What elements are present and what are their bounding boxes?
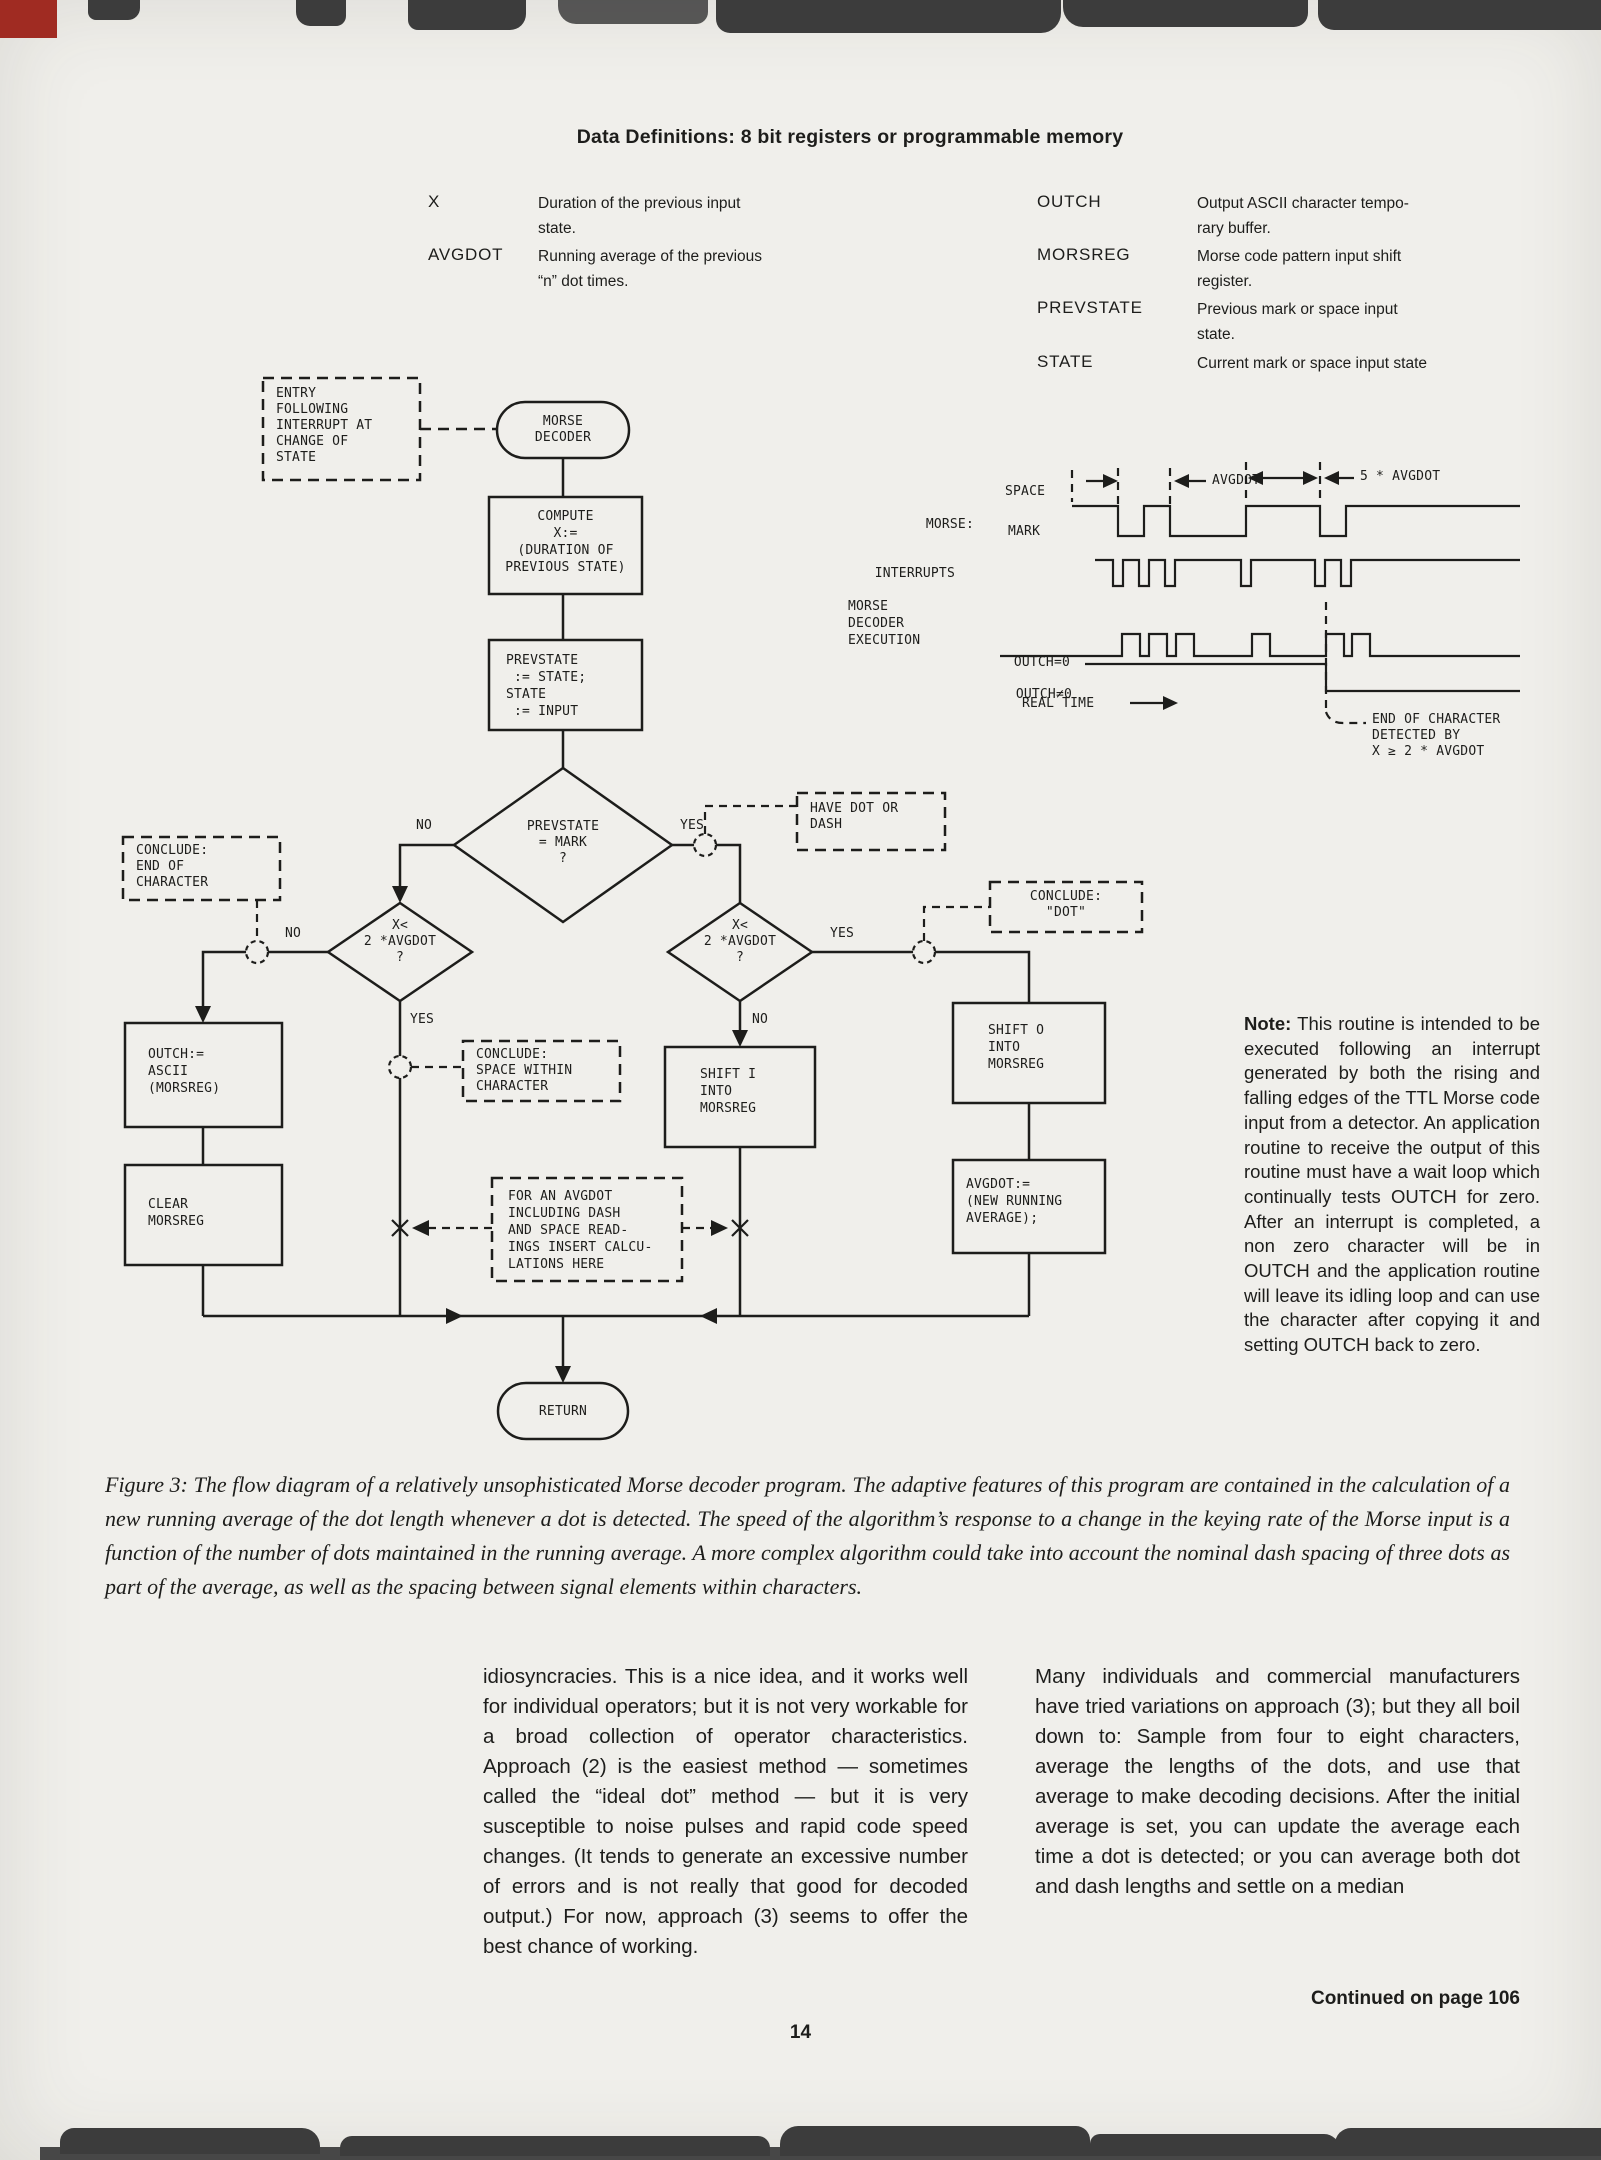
definition-row: AVGDOT Running average of the previous “… xyxy=(428,245,776,294)
timing-label-morse: MORSE: xyxy=(925,517,974,532)
note-label: Note: xyxy=(1244,1013,1292,1034)
definitions-right: OUTCH Output ASCII character tempo- rary… xyxy=(1037,192,1499,380)
comment-conclude-space-within: CONCLUDE: SPACE WITHIN CHARACTER xyxy=(476,1047,573,1094)
note-block: Note: This routine is intended to be exe… xyxy=(1244,1012,1540,1358)
scan-smudge xyxy=(716,0,1061,33)
terminal-morse-decoder: MORSE DECODER xyxy=(534,414,592,445)
body-column-left: idiosyncracies. This is a nice idea, and… xyxy=(483,1665,968,1958)
decision-x-lt-2avgdot-right: X< 2 *AVGDOT ? xyxy=(703,918,777,965)
scan-smudge xyxy=(1063,0,1308,27)
figure-caption-text: The flow diagram of a relatively unsophi… xyxy=(105,1472,1511,1599)
scan-smudge xyxy=(1335,2128,1601,2156)
definition-row: STATE Current mark or space input state xyxy=(1037,352,1499,377)
comment-conclude-dot: CONCLUDE: "DOT" xyxy=(1029,889,1103,920)
definition-row: X Duration of the previous input state. xyxy=(428,192,776,241)
figure-caption-label: Figure 3: xyxy=(105,1472,188,1497)
branch-label-yes: YES xyxy=(680,818,705,833)
process-compute-x: COMPUTE X:= (DURATION OF PREVIOUS STATE) xyxy=(505,509,626,575)
process-shift-1: SHIFT I INTO MORSREG xyxy=(700,1067,757,1116)
note-text: This routine is intended to be executed … xyxy=(1244,1013,1540,1356)
branch-label-no: NO xyxy=(415,818,433,833)
body-column-right: Many individuals and commercial manufact… xyxy=(1035,1665,1520,1898)
terminal-return: RETURN xyxy=(538,1404,588,1419)
definition-desc: Duration of the previous input state. xyxy=(538,195,741,237)
entry-comment: ENTRY FOLLOWING INTERRUPT AT CHANGE OF S… xyxy=(276,386,373,465)
branch-label-no: NO xyxy=(284,926,302,941)
definition-term: AVGDOT xyxy=(428,245,504,265)
definition-row: OUTCH Output ASCII character tempo- rary… xyxy=(1037,192,1499,241)
definition-desc: Current mark or space input state xyxy=(1197,354,1428,372)
timing-label-5-avgdot: 5 * AVGDOT xyxy=(1360,469,1441,484)
scan-smudge xyxy=(1090,2134,1340,2156)
definition-term: OUTCH xyxy=(1037,192,1102,211)
scan-smudge xyxy=(60,2128,320,2154)
definition-term: X xyxy=(428,192,441,211)
process-outch-ascii: OUTCH:= ASCII (MORSREG) xyxy=(148,1047,221,1096)
definition-term: PREVSTATE xyxy=(1037,298,1143,318)
timing-label-outch-nonzero: OUTCH≠0 xyxy=(1015,687,1072,702)
timing-label-decoder-execution: MORSE DECODER EXECUTION xyxy=(848,599,921,648)
timing-label-outch-zero: OUTCH=0 xyxy=(1013,655,1070,670)
definition-desc: Previous mark or space input state. xyxy=(1197,301,1398,343)
process-new-average: AVGDOT:= (NEW RUNNING AVERAGE); xyxy=(966,1177,1063,1226)
scan-smudge xyxy=(558,0,708,24)
scan-smudge xyxy=(1318,0,1601,30)
definition-desc: Running average of the previous “n” dot … xyxy=(538,248,763,290)
scan-smudge xyxy=(780,2126,1090,2156)
scan-red-patch xyxy=(0,0,57,38)
timing-label-interrupts: INTERRUPTS xyxy=(874,566,955,581)
flowchart-shapes xyxy=(121,376,1144,1441)
branch-label-no: NO xyxy=(752,1012,769,1027)
scan-smudge xyxy=(340,2136,770,2156)
definition-desc: Morse code pattern input shift register. xyxy=(1197,248,1402,290)
process-prevstate: PREVSTATE := STATE; STATE := INPUT xyxy=(506,653,587,719)
definition-row: MORSREG Morse code pattern input shift r… xyxy=(1037,245,1499,294)
timing-label-mark: MARK xyxy=(1008,524,1041,539)
comment-conclude-end-of-character: CONCLUDE: END OF CHARACTER xyxy=(136,843,209,890)
definition-term: STATE xyxy=(1037,351,1094,371)
continued-note: Continued on page 106 xyxy=(1310,1988,1520,2009)
branch-label-yes: YES xyxy=(410,1012,435,1027)
scan-smudge xyxy=(408,0,526,30)
branch-label-yes: YES xyxy=(830,926,855,941)
process-clear-morsreg: CLEAR MORSREG xyxy=(148,1197,205,1229)
timing-label-end-of-character: END OF CHARACTER DETECTED BY X ≥ 2 * AVG… xyxy=(1372,712,1501,759)
page-number: 14 xyxy=(789,2022,812,2043)
timing-label-real-time: REAL TIME xyxy=(1022,696,1095,711)
decision-x-lt-2avgdot-left: X< 2 *AVGDOT ? xyxy=(363,918,437,965)
figure-caption: Figure 3: The flow diagram of a relative… xyxy=(105,1468,1510,1604)
definition-row: PREVSTATE Previous mark or space input s… xyxy=(1037,298,1499,347)
comment-have-dot-or-dash: HAVE DOT OR DASH xyxy=(810,801,899,832)
process-shift-0: SHIFT O INTO MORSREG xyxy=(988,1023,1045,1072)
timing-label-avgdot: AVGDOT xyxy=(1212,473,1261,488)
scan-smudge xyxy=(88,0,140,20)
definition-desc: Output ASCII character tempo- rary buffe… xyxy=(1197,195,1409,237)
timing-diagram-shapes xyxy=(1000,462,1520,725)
timing-label-space: SPACE xyxy=(1005,484,1046,499)
decision-prevstate-mark: PREVSTATE = MARK ? xyxy=(526,819,600,866)
definition-term: MORSREG xyxy=(1037,245,1131,265)
comment-avgdot-calculations: FOR AN AVGDOT INCLUDING DASH AND SPACE R… xyxy=(508,1189,653,1272)
page-title: Data Definitions: 8 bit registers or pro… xyxy=(576,126,1124,148)
scan-smudge xyxy=(296,0,346,26)
definitions-left: X Duration of the previous input state. … xyxy=(428,192,776,298)
